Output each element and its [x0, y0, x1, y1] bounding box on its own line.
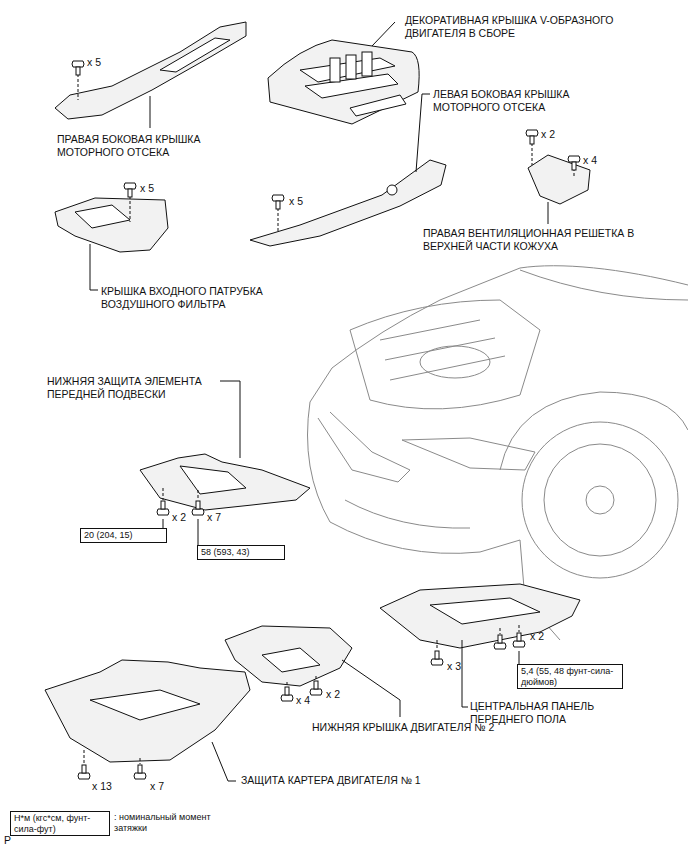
part-name: ЦЕНТРАЛЬНАЯ ПАНЕЛЬ ПЕРЕДНЕГО ПОЛА	[470, 700, 620, 725]
vent-grille	[526, 130, 590, 224]
quantity-mark: x 4	[583, 154, 597, 167]
part-name: ПРАВАЯ ВЕНТИЛЯЦИОННАЯ РЕШЕТКА В ВЕРХНЕЙ …	[423, 227, 641, 252]
quantity-mark: x 5	[289, 195, 303, 208]
part-name: ЛЕВАЯ БОКОВАЯ КРЫШКА МОТОРНОГО ОТСЕКА	[433, 88, 593, 113]
left-side-cover	[250, 94, 446, 246]
torque-box: 5,4 (55, 48 фунт-сила-дюймов)	[517, 664, 623, 689]
torque-box: 20 (204, 15)	[80, 528, 167, 543]
quantity-mark: x 7	[207, 511, 221, 524]
quantity-mark: x 4	[296, 694, 310, 707]
torque-value: 58 (593, 43)	[201, 547, 281, 558]
quantity-mark: x 5	[87, 56, 101, 69]
part-name: ПРАВАЯ БОКОВАЯ КРЫШКА МОТОРНОГО ОТСЕКА	[57, 133, 222, 158]
engine-under-cover-1	[45, 660, 250, 781]
engine-cover	[268, 22, 419, 124]
torque-value: Н*м (кгс*см, фунт-сила-фут)	[14, 813, 106, 834]
quantity-mark: x 13	[92, 780, 112, 793]
torque-value: 20 (204, 15)	[84, 530, 163, 541]
car-outline	[308, 266, 688, 640]
part-name: НИЖНЯЯ ЗАЩИТА ЭЛЕМЕНТА ПЕРЕДНЕЙ ПОДВЕСКИ	[47, 375, 222, 400]
engine-under-cover-2	[225, 626, 400, 717]
torque-legend-box: Н*м (кгс*см, фунт-сила-фут): номинальный…	[10, 811, 110, 836]
torque-value: 5,4 (55, 48 фунт-сила-дюймов)	[521, 666, 619, 687]
suspension-under-shield	[140, 381, 310, 545]
air-cleaner-inlet-cover	[55, 183, 168, 290]
quantity-mark: x 3	[447, 660, 461, 673]
part-name: ДЕКОРАТИВНАЯ КРЫШКА V-ОБРАЗНОГО ДВИГАТЕЛ…	[405, 14, 645, 39]
quantity-mark: x 5	[140, 182, 154, 195]
torque-box: 58 (593, 43)	[197, 545, 285, 560]
part-name: ЗАЩИТА КАРТЕРА ДВИГАТЕЛЯ № 1	[241, 774, 421, 787]
quantity-mark: x 2	[541, 128, 555, 141]
legend-note: : номинальный момент затяжки	[114, 812, 222, 834]
quantity-mark: x 2	[530, 630, 544, 643]
right-side-cover	[55, 22, 246, 128]
quantity-mark: x 2	[326, 688, 340, 701]
quantity-mark: x 7	[150, 780, 164, 793]
quantity-mark: x 2	[172, 511, 186, 524]
part-name: КРЫШКА ВХОДНОГО ПАТРУБКА ВОЗДУШНОГО ФИЛЬ…	[101, 285, 286, 310]
part-name: НИЖНЯЯ КРЫШКА ДВИГАТЕЛЯ № 2	[312, 721, 494, 734]
